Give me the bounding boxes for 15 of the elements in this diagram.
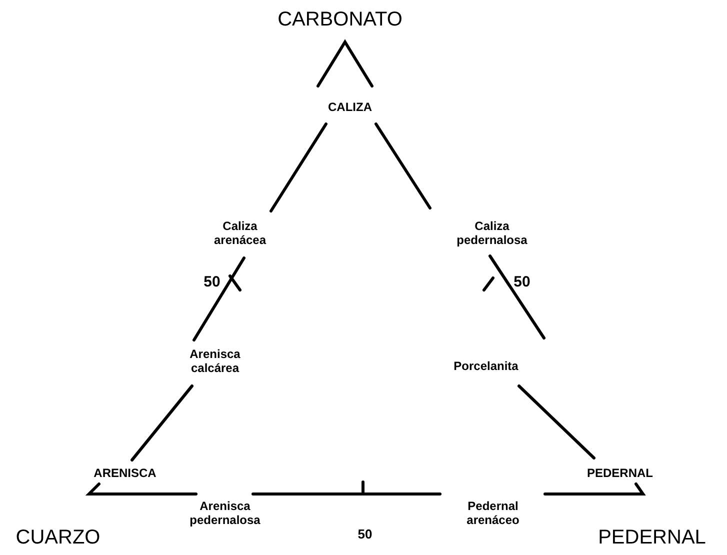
field-label: ARENISCA bbox=[94, 467, 156, 481]
vertex-label: CALIZA bbox=[328, 101, 372, 115]
corner-label: PEDERNAL bbox=[598, 526, 706, 550]
tick-label: 50 bbox=[204, 273, 220, 291]
field-label: Arenisca pedernalosa bbox=[188, 500, 262, 528]
corner-label: CUARZO bbox=[16, 526, 100, 550]
title-label: CARBONATO bbox=[278, 8, 402, 32]
field-label: Arenisca calcárea bbox=[188, 348, 242, 376]
field-label: Porcelanita bbox=[454, 360, 518, 374]
field-label: Caliza pedernalosa bbox=[456, 220, 528, 248]
tick-label: 50 bbox=[358, 528, 372, 542]
field-label: PEDERNAL bbox=[587, 467, 653, 481]
field-label: Caliza arenácea bbox=[212, 220, 268, 248]
tick-label: 50 bbox=[514, 273, 530, 291]
field-label: Pedernal arenáceo bbox=[466, 500, 520, 528]
